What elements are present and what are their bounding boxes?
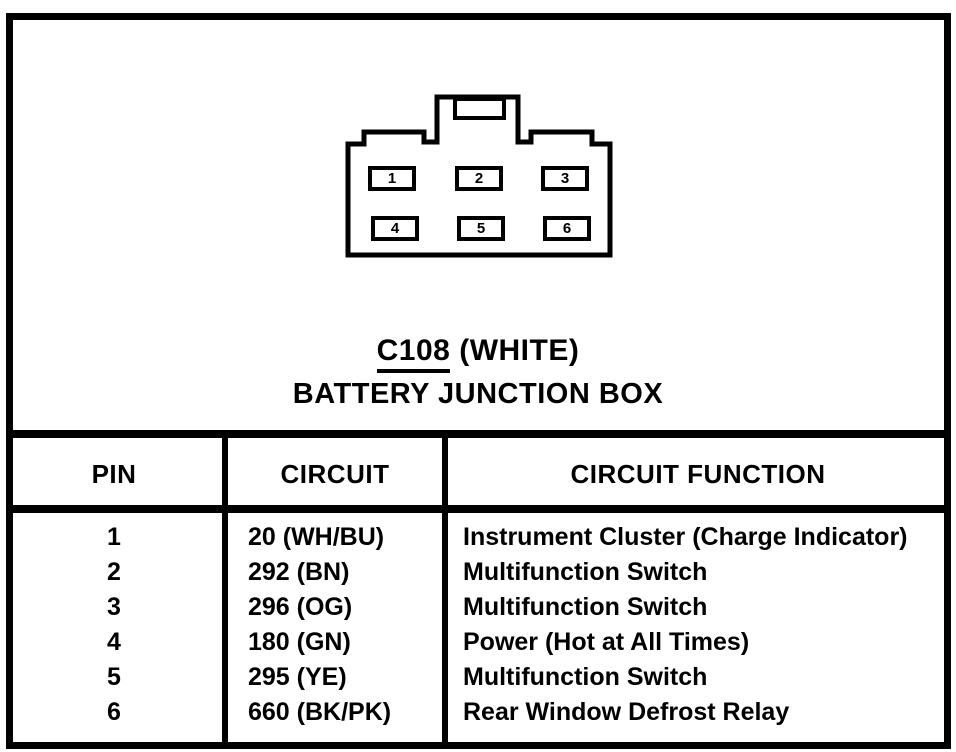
- pin-label: 5: [476, 220, 486, 237]
- table-column-divider-2: [442, 430, 448, 749]
- pin-box-5: 5: [457, 216, 505, 241]
- connector-code: C108: [376, 334, 451, 373]
- pin-box-3: 3: [541, 166, 589, 191]
- circuit-cell: 295 (YE): [248, 663, 347, 691]
- circuit-cell: 180 (GN): [248, 628, 351, 656]
- page-border-frame: [6, 13, 951, 749]
- pin-box-6: 6: [543, 216, 591, 241]
- table-column-divider-1: [222, 430, 228, 749]
- pin-label: 2: [474, 170, 484, 187]
- table-row: 3 296 (OG) Multifunction Switch: [6, 590, 951, 625]
- function-cell: Multifunction Switch: [463, 663, 708, 691]
- connector-title: C108 (WHITE): [0, 334, 956, 373]
- function-cell: Instrument Cluster (Charge Indicator): [463, 523, 908, 551]
- pin-label: 3: [560, 170, 570, 187]
- connector-latch-slot: [453, 97, 506, 120]
- pin-cell: 1: [107, 523, 121, 551]
- pinout-table-body: 1 20 (WH/BU) Instrument Cluster (Charge …: [6, 520, 951, 730]
- table-row: 6 660 (BK/PK) Rear Window Defrost Relay: [6, 695, 951, 730]
- circuit-cell: 20 (WH/BU): [248, 523, 385, 551]
- pin-label: 1: [387, 170, 397, 187]
- pin-cell: 5: [107, 663, 121, 691]
- function-cell: Rear Window Defrost Relay: [463, 698, 790, 726]
- table-top-rule: [6, 430, 951, 438]
- connector-location: BATTERY JUNCTION BOX: [292, 378, 664, 410]
- pin-box-1: 1: [368, 166, 416, 191]
- pin-label: 4: [390, 220, 400, 237]
- pin-label: 6: [562, 220, 572, 237]
- table-row: 5 295 (YE) Multifunction Switch: [6, 660, 951, 695]
- column-header-circuit: CIRCUIT: [280, 459, 390, 489]
- connector-color: (WHITE): [459, 334, 580, 367]
- table-row: 1 20 (WH/BU) Instrument Cluster (Charge …: [6, 520, 951, 555]
- function-cell: Multifunction Switch: [463, 593, 708, 621]
- pin-box-4: 4: [371, 216, 419, 241]
- pin-cell: 4: [107, 628, 121, 656]
- function-cell: Multifunction Switch: [463, 558, 708, 586]
- table-row: 2 292 (BN) Multifunction Switch: [6, 555, 951, 590]
- table-row: 4 180 (GN) Power (Hot at All Times): [6, 625, 951, 660]
- column-header-function: CIRCUIT FUNCTION: [570, 459, 826, 489]
- function-cell: Power (Hot at All Times): [463, 628, 750, 656]
- circuit-cell: 296 (OG): [248, 593, 353, 621]
- pin-cell: 6: [107, 698, 121, 726]
- circuit-cell: 660 (BK/PK): [248, 698, 392, 726]
- table-header-rule: [6, 505, 951, 513]
- circuit-cell: 292 (BN): [248, 558, 350, 586]
- pin-box-2: 2: [455, 166, 503, 191]
- pin-cell: 2: [107, 558, 121, 586]
- pin-cell: 3: [107, 593, 121, 621]
- column-header-pin: PIN: [91, 459, 137, 489]
